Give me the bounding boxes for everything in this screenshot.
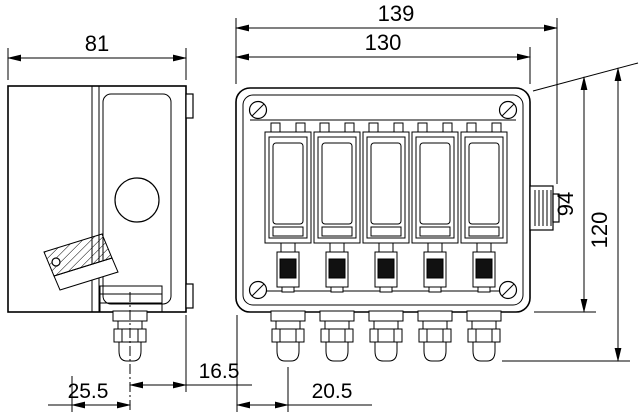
cable-gland [417, 310, 453, 362]
side-connector [529, 185, 560, 231]
front-view [235, 87, 560, 362]
clamp-arm-hatched [43, 233, 113, 277]
side-view [7, 85, 194, 413]
cable-glands [270, 310, 502, 362]
dim-label-139: 139 [378, 1, 415, 26]
side-connector-body [529, 185, 554, 231]
side-connector-tip [552, 193, 560, 223]
corner-screws [248, 100, 518, 300]
dim-label-81: 81 [85, 31, 109, 56]
clamp-bolt [51, 257, 61, 267]
dimension-bottom-16-5: 16.5 [129, 315, 252, 392]
corner-screw [248, 100, 268, 120]
mounting-tab-bottom [185, 283, 194, 309]
dim-label-94: 94 [553, 192, 578, 216]
corner-screw [498, 100, 518, 120]
cable-gland [270, 310, 306, 362]
cable-gland [466, 310, 502, 362]
cable-gland [319, 310, 355, 362]
mounting-tab-top [185, 93, 194, 119]
side-cover [102, 93, 172, 305]
dim-label-130: 130 [365, 30, 402, 55]
dim-label-25-5: 25.5 [68, 380, 109, 403]
corner-screw [498, 280, 518, 300]
dim-label-120: 120 [587, 212, 612, 249]
knockout-circle [114, 177, 160, 223]
dim-label-20-5: 20.5 [312, 380, 353, 403]
lid-inner-outline [242, 94, 524, 306]
dim-label-16-5: 16.5 [199, 360, 240, 383]
dimension-right-heights: 94 120 [502, 62, 639, 362]
corner-screw [248, 280, 268, 300]
dimension-side-width: 81 [7, 31, 187, 80]
dimension-top-outer: 139 [235, 1, 558, 184]
dimension-bottom-25-5: 25.5 [48, 376, 131, 412]
dimension-bottom-20-5: 20.5 [236, 315, 372, 412]
extension-line-diagonal [532, 62, 639, 92]
cable-gland [368, 310, 404, 362]
dimension-top-inner: 130 [235, 30, 531, 84]
clamp-bracket [43, 233, 119, 291]
